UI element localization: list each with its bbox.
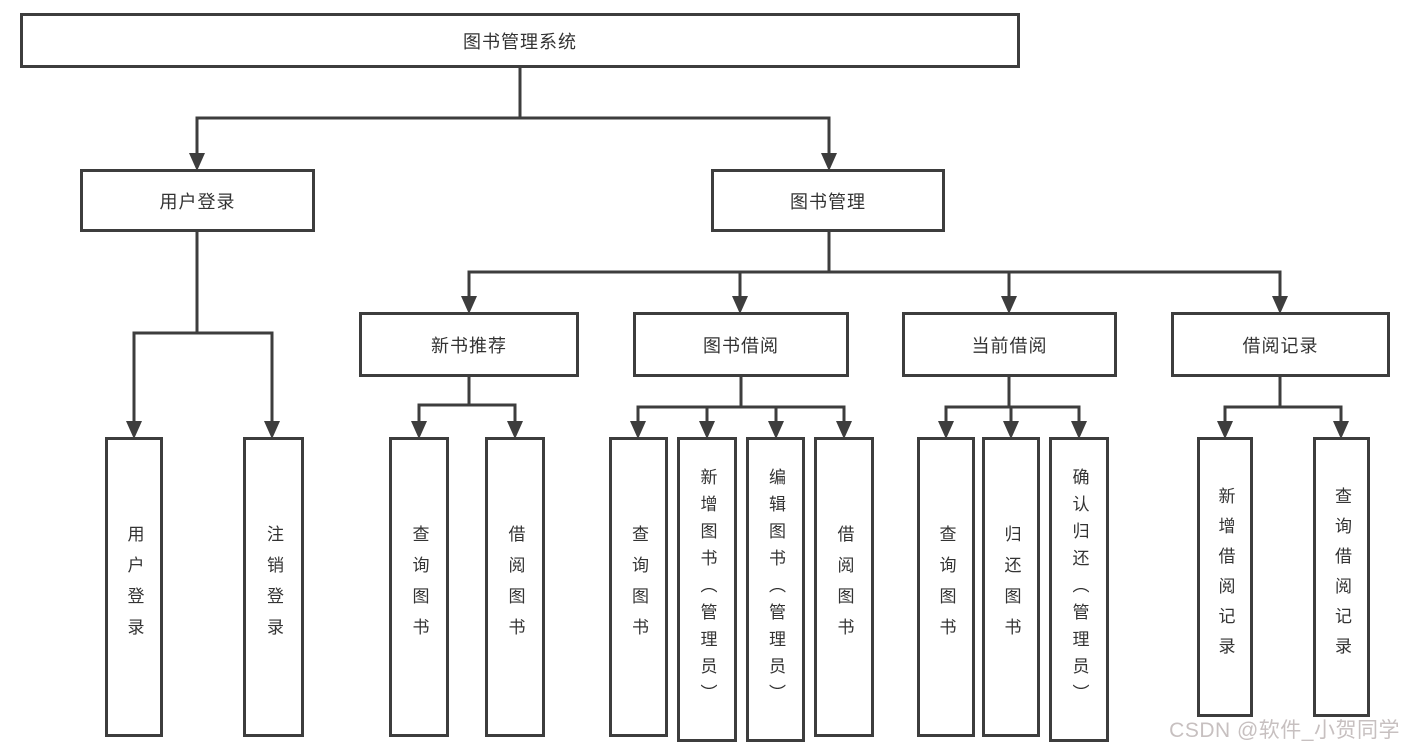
node-book-management: 图书管理 <box>711 169 945 232</box>
node-book-management-label: 图书管理 <box>790 191 866 212</box>
node-library-system: 图书管理系统 <box>20 13 1020 68</box>
leaf-add-book-admin-label: 新增图书（管理员） <box>697 468 717 711</box>
leaf-query-books-recommend: 查询图书 <box>389 437 449 737</box>
leaf-borrow-books-recommend-label: 借阅图书 <box>505 525 525 649</box>
leaf-borrow-books-label: 借阅图书 <box>834 525 854 649</box>
node-borrowing-records-label: 借阅记录 <box>1242 335 1319 356</box>
leaf-add-borrow-record: 新增借阅记录 <box>1197 437 1253 717</box>
leaf-user-login-label: 用户登录 <box>124 525 144 649</box>
leaf-borrow-books-recommend: 借阅图书 <box>485 437 545 737</box>
leaf-return-books: 归还图书 <box>982 437 1040 737</box>
leaf-query-books-recommend-label: 查询图书 <box>409 525 429 649</box>
leaf-edit-book-admin: 编辑图书（管理员） <box>746 437 805 742</box>
leaf-query-books-borrowing-label: 查询图书 <box>629 525 648 649</box>
node-new-book-recommend: 新书推荐 <box>359 312 579 377</box>
leaf-user-login: 用户登录 <box>105 437 163 737</box>
node-library-system-label: 图书管理系统 <box>463 31 577 52</box>
leaf-query-borrow-record-label: 查询借阅记录 <box>1332 487 1351 667</box>
leaf-return-books-label: 归还图书 <box>1001 525 1021 649</box>
leaf-edit-book-admin-label: 编辑图书（管理员） <box>766 468 785 711</box>
leaf-logout-label: 注销登录 <box>264 525 283 649</box>
leaf-query-books-current-label: 查询图书 <box>936 525 956 649</box>
node-book-borrowing: 图书借阅 <box>633 312 849 377</box>
leaf-query-borrow-record: 查询借阅记录 <box>1313 437 1370 717</box>
leaf-confirm-return-admin-label: 确认归还（管理员） <box>1069 468 1089 711</box>
leaf-add-borrow-record-label: 新增借阅记录 <box>1215 487 1235 667</box>
csdn-watermark: CSDN @软件_小贺同学 <box>1169 719 1400 742</box>
node-book-borrowing-label: 图书借阅 <box>703 335 779 356</box>
leaf-query-books-current: 查询图书 <box>917 437 975 737</box>
node-current-borrowing-label: 当前借阅 <box>971 335 1048 356</box>
node-user-login: 用户登录 <box>80 169 315 232</box>
leaf-confirm-return-admin: 确认归还（管理员） <box>1049 437 1109 742</box>
leaf-query-books-borrowing: 查询图书 <box>609 437 668 737</box>
leaf-logout: 注销登录 <box>243 437 304 737</box>
leaf-add-book-admin: 新增图书（管理员） <box>677 437 737 742</box>
node-borrowing-records: 借阅记录 <box>1171 312 1390 377</box>
node-user-login-label: 用户登录 <box>159 191 236 212</box>
node-current-borrowing: 当前借阅 <box>902 312 1117 377</box>
node-new-book-recommend-label: 新书推荐 <box>431 335 507 356</box>
leaf-borrow-books: 借阅图书 <box>814 437 874 737</box>
